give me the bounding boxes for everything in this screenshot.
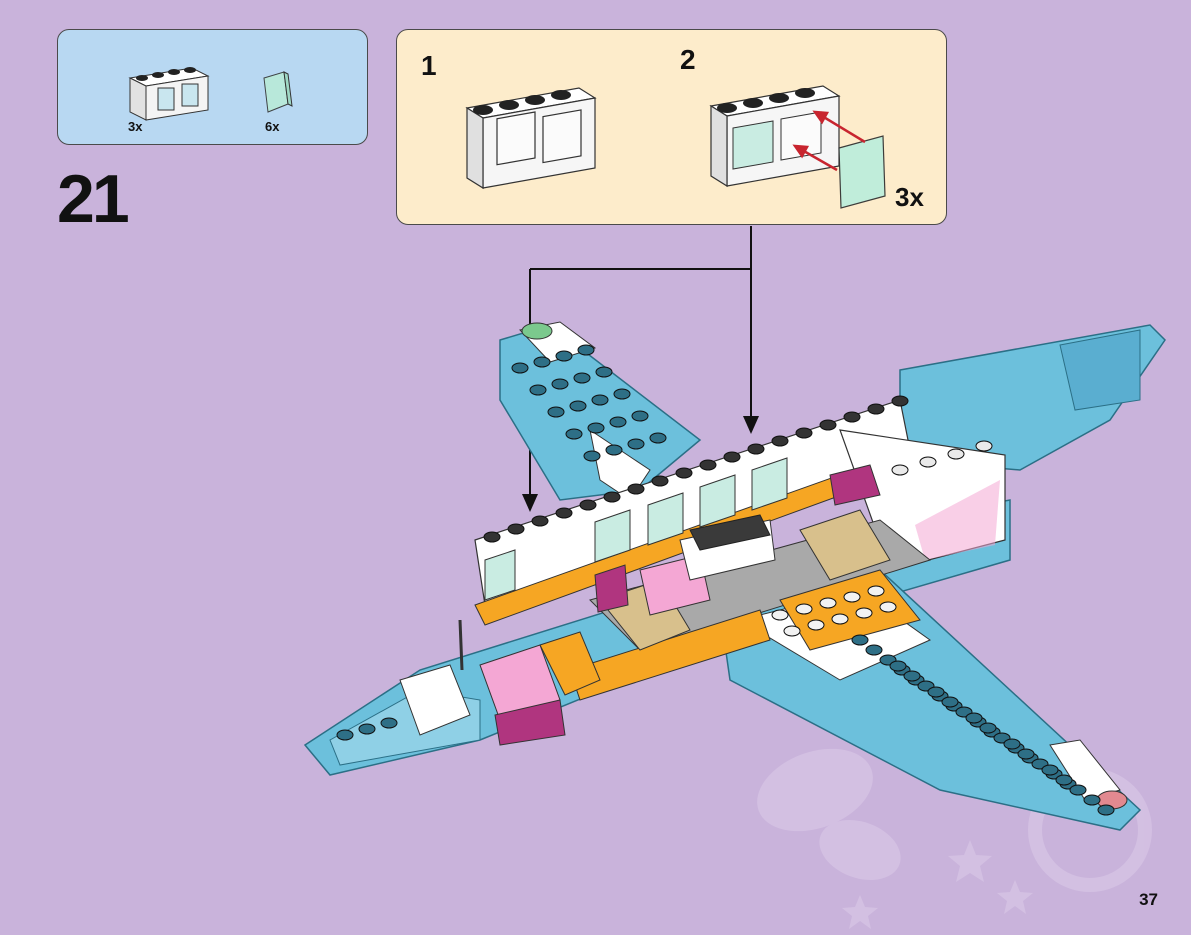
stud (819, 597, 837, 609)
stud (609, 416, 627, 428)
stud (867, 585, 885, 597)
stud (941, 696, 959, 708)
substep-label-2: 2 (680, 44, 696, 75)
stud (531, 515, 549, 527)
stud (649, 432, 667, 444)
stud (358, 723, 376, 735)
stud (1003, 738, 1021, 750)
stud (336, 729, 354, 741)
stud (831, 613, 849, 625)
stud (1083, 794, 1101, 806)
stud (867, 403, 885, 415)
stud (865, 644, 883, 656)
stud (927, 686, 945, 698)
insert-arrows (792, 110, 866, 172)
stud (891, 395, 909, 407)
cockpit (399, 619, 601, 746)
stud (771, 435, 789, 447)
cabin-windows (484, 457, 788, 601)
parts-illustration (128, 67, 293, 121)
stud (627, 483, 645, 495)
page-number: 37 (1139, 890, 1158, 909)
stud (569, 400, 587, 412)
tail-fin (899, 324, 1166, 471)
stud (723, 451, 741, 463)
stud (819, 419, 837, 431)
parts-list-box: 3x 6x (57, 29, 368, 145)
stud (807, 619, 825, 631)
substep-label-1: 1 (421, 50, 437, 81)
stud (579, 499, 597, 511)
stud (855, 607, 873, 619)
window-glass-icon (263, 71, 293, 113)
stud (783, 625, 801, 637)
stud (631, 410, 649, 422)
part-quantity-1: 3x (128, 119, 143, 134)
stud (947, 448, 965, 460)
stud (795, 427, 813, 439)
stud (507, 523, 525, 535)
stud (699, 459, 717, 471)
stud (603, 491, 621, 503)
stud (965, 712, 983, 724)
stud (1017, 748, 1035, 760)
stud (879, 601, 897, 613)
stud (533, 356, 551, 368)
stud (1097, 804, 1115, 816)
stud (565, 428, 583, 440)
stud (573, 372, 591, 384)
stud (591, 394, 609, 406)
stud (605, 444, 623, 456)
stud (979, 722, 997, 734)
stud (903, 670, 921, 682)
stud (891, 464, 909, 476)
stud (583, 450, 601, 462)
stud (843, 591, 861, 603)
stud (551, 378, 569, 390)
stud (1055, 774, 1073, 786)
stud (555, 507, 573, 519)
stud (889, 660, 907, 672)
stud (1069, 784, 1087, 796)
substep-1-frame-icon (465, 87, 597, 190)
arrowhead-left (522, 494, 538, 512)
step-number: 21 (57, 161, 130, 237)
window-frame-icon (128, 67, 210, 121)
stud (529, 384, 547, 396)
stud (771, 609, 789, 621)
part-quantity-2: 6x (265, 119, 280, 134)
stud (627, 438, 645, 450)
stud (975, 440, 993, 452)
stud (795, 603, 813, 615)
arrowhead-right (743, 416, 759, 434)
substep-multiplier: 3x (895, 182, 924, 212)
seats (594, 464, 891, 651)
stud (651, 475, 669, 487)
stud (547, 406, 565, 418)
stud (577, 344, 595, 356)
stud (675, 467, 693, 479)
stud (843, 411, 861, 423)
glass-pane-icon (838, 135, 886, 209)
stud (851, 634, 869, 646)
stud (1041, 764, 1059, 776)
stud (613, 388, 631, 400)
stud (587, 422, 605, 434)
stud (747, 443, 765, 455)
sub-assembly-illustration (465, 85, 886, 209)
stud (919, 456, 937, 468)
stud (595, 366, 613, 378)
stud (511, 362, 529, 374)
sub-assembly-box: 1 2 3x (396, 29, 947, 225)
stud (483, 531, 501, 543)
stud (380, 717, 398, 729)
stud (555, 350, 573, 362)
